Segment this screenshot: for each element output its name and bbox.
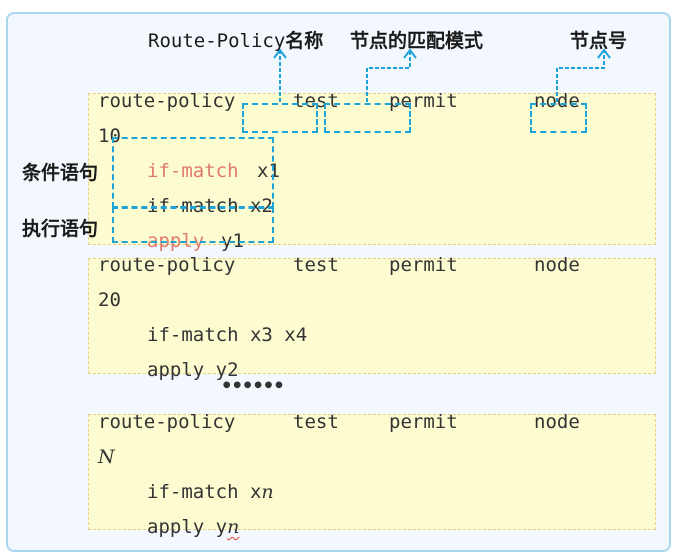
match-variable: n [261, 481, 274, 503]
arrowhead-match-mode [403, 48, 417, 59]
if-match-keyword: if-match [147, 160, 239, 182]
node-number: N [98, 446, 115, 468]
policy-name: test [293, 254, 339, 276]
route-policy-keyword: route-policy [98, 411, 236, 433]
arrow-node-number [556, 52, 605, 102]
match-mode-label: 节点的匹配模式 [350, 30, 484, 52]
match-mode: permit [389, 254, 458, 276]
policy-name-highlight [242, 103, 318, 133]
match-argument: x1 [257, 160, 280, 182]
action-label: 执行语句 [22, 218, 99, 240]
arrow-match-mode [366, 52, 411, 102]
match-mode: permit [389, 90, 458, 112]
node-number-label: 节点号 [570, 30, 628, 52]
node-number-highlight [530, 103, 587, 133]
apply-clause: apply y2 [147, 359, 239, 381]
match-mode: permit [389, 411, 458, 433]
ellipsis: •••••• [221, 375, 285, 397]
node-keyword: node [534, 254, 580, 276]
route-policy-keyword: route-policy [98, 254, 236, 276]
match-mode-highlight [324, 103, 411, 133]
node-number: 10 [98, 125, 121, 147]
policy-name-label: Route-Policy名称 [148, 30, 324, 52]
action-highlight [112, 207, 274, 243]
policy-name: test [293, 411, 339, 433]
apply-clause: apply yn [147, 516, 240, 538]
match-clause: if-match xn [147, 481, 274, 503]
policy-block-node-10 [88, 93, 656, 245]
condition-label: 条件语句 [22, 162, 99, 184]
policy-block-node-20 [88, 258, 656, 374]
policy-block-node-n [88, 414, 656, 530]
apply-variable: n [227, 516, 240, 538]
arrowhead-policy-name [273, 48, 287, 59]
node-number: 20 [98, 289, 121, 311]
policy-name: test [293, 90, 339, 112]
node-keyword: node [534, 411, 580, 433]
route-policy-keyword: route-policy [98, 90, 236, 112]
match-clause: if-match x3 x4 [147, 324, 308, 346]
arrowhead-node-number [597, 48, 611, 59]
